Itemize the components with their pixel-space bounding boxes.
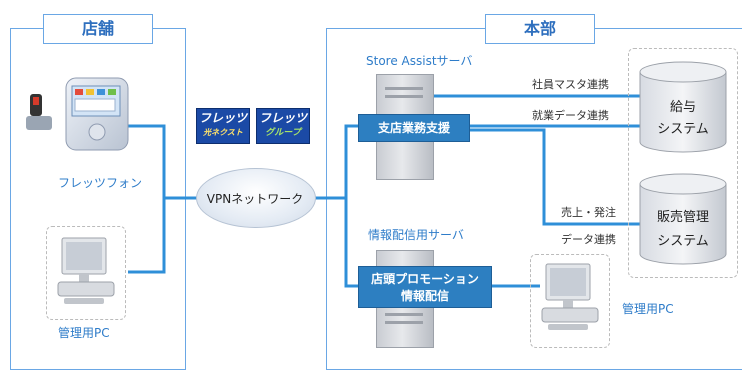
line-pc-vpn [128, 198, 166, 274]
store-pc-frame [46, 226, 126, 320]
card-reader-icon [24, 92, 54, 134]
store-pc-label: 管理用PC [58, 326, 110, 340]
sales-cylinder-icon [639, 173, 727, 265]
connection-lines [118, 94, 640, 288]
store-pc-icon [56, 236, 116, 306]
logo2-text: フレッツ [258, 111, 307, 125]
logo2-sub: グループ [265, 128, 301, 138]
flets-phone-label: フレッツフォン [58, 176, 143, 190]
flets-group-logo: フレッツ グループ [256, 108, 310, 144]
line-sales-link [470, 128, 640, 226]
logo1-text: フレッツ [198, 111, 247, 125]
flets-hikari-logo: フレッツ 光ネクスト [196, 108, 250, 144]
line-vpn-hq [312, 124, 358, 200]
hq-title: 本部 [485, 14, 595, 44]
hq-pc-label: 管理用PC [622, 302, 674, 316]
vpn-cloud [196, 168, 316, 228]
flets-phone-device [62, 76, 136, 154]
promo-box: 店頭プロモーション 情報配信 [358, 266, 492, 308]
info-server-label: 情報配信用サーバ [368, 228, 464, 242]
store-title: 店舗 [43, 14, 153, 44]
logo1-sub: 光ネクスト [203, 128, 243, 137]
payroll-label-2: システム [657, 122, 709, 137]
promo-line1: 店頭プロモーション [371, 272, 479, 286]
line-phone-vpn [118, 124, 210, 200]
sales-link-label-2: データ連携 [561, 233, 616, 246]
systems-frame [628, 48, 738, 278]
payroll-label-1: 給与 [669, 100, 696, 115]
sales-link-label-1: 売上・発注 [561, 206, 616, 219]
vpn-label: VPNネットワーク [206, 192, 304, 206]
sales-label-2: システム [657, 234, 709, 249]
work-link-label: 就業データ連携 [532, 109, 609, 122]
promo-line2: 情報配信 [400, 289, 449, 303]
line-vpn-promo [344, 198, 358, 288]
payroll-cylinder-icon [639, 61, 727, 153]
sales-label-1: 販売管理 [656, 210, 709, 225]
hq-pc-icon [540, 262, 600, 332]
hq-pc-frame [530, 254, 610, 348]
branch-support-box: 支店業務支援 [358, 114, 470, 142]
employee-link-label: 社員マスタ連携 [532, 78, 609, 91]
store-assist-label: Store Assistサーバ [366, 54, 473, 68]
